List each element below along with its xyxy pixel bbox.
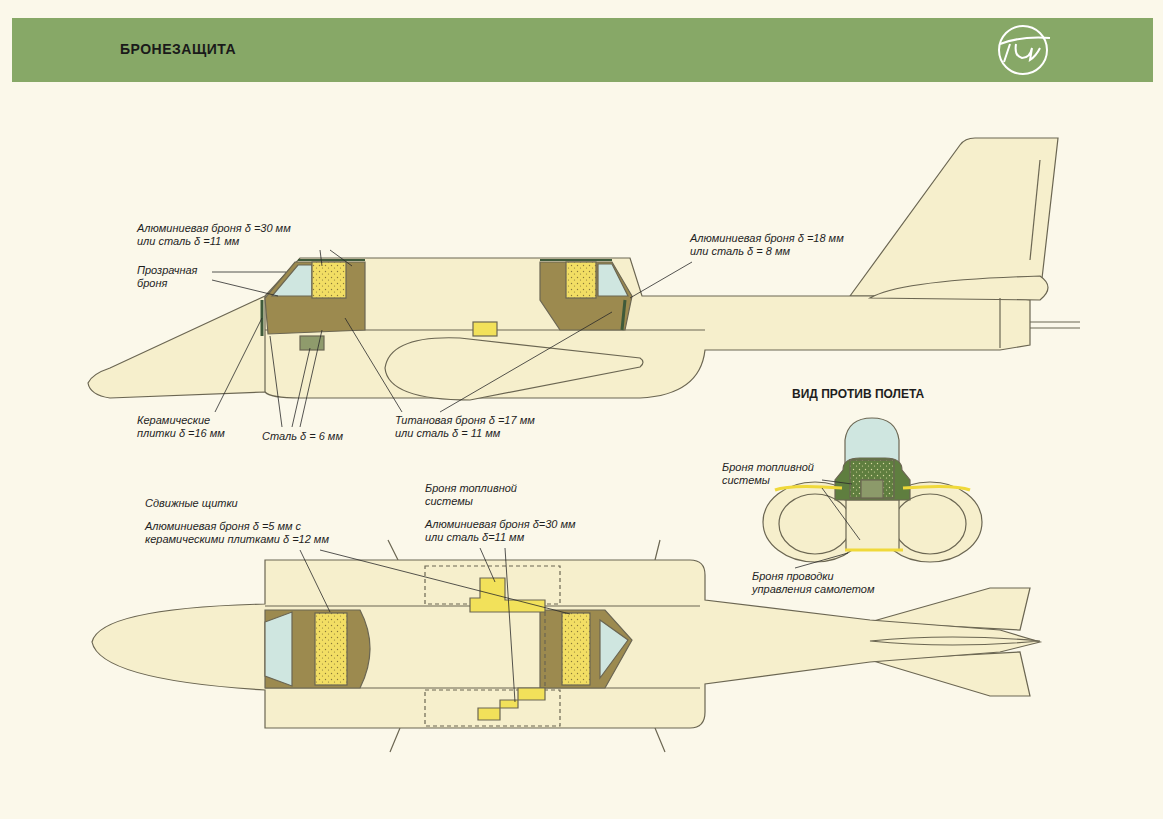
logo <box>999 26 1050 74</box>
page-title: БРОНЕЗАЩИТА <box>120 41 236 57</box>
armor-callout: Алюминиевая броня δ =30 мм или сталь δ =… <box>137 222 297 248</box>
armor-callout: Алюминиевая броня δ =5 мм с керамическим… <box>145 520 340 546</box>
stabilizer <box>870 276 1048 300</box>
fuselage-plan <box>92 560 1040 728</box>
armor-callout: Броня топливной системы <box>722 461 822 487</box>
armor-callout: Броня топливной системы <box>425 482 535 508</box>
header-band <box>12 18 1153 82</box>
armor-callout: Алюминиевая броня δ=30 мм или сталь δ=11… <box>425 518 580 544</box>
armor-callout: Сталь δ = 6 мм <box>262 430 352 443</box>
armor-callout: Алюминиевая броня δ =18 мм или сталь δ =… <box>690 232 855 258</box>
armor-callout: Прозрачная броня <box>137 264 209 290</box>
tail-fin <box>850 138 1058 296</box>
armor-callout: Броня проводки управления самолетом <box>752 570 887 596</box>
fuel-armor <box>473 322 497 336</box>
armor-callout: Керамические плитки δ =16 мм <box>137 414 237 440</box>
cockpit-armor <box>265 262 365 334</box>
armor-callout: Титановая броня δ =17 мм или сталь δ = 1… <box>395 414 555 440</box>
leader-lines <box>212 250 860 702</box>
armor-callout: Сдвижные щитки <box>145 497 265 510</box>
view-heading: ВИД ПРОТИВ ПОЛЕТА <box>792 388 962 401</box>
